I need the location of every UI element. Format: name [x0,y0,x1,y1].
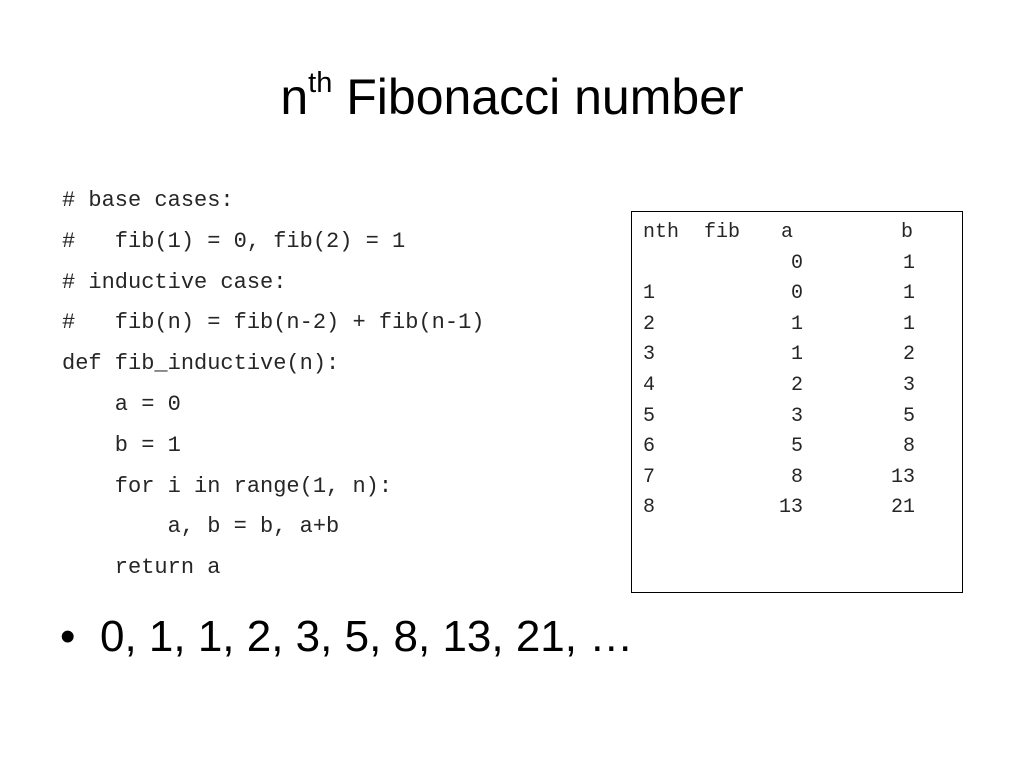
cell-b: 1 [902,282,915,306]
cell-b: 1 [902,312,915,336]
trace-row: 6 5 8 [643,432,953,463]
cell-nth: 5 [643,404,656,428]
code-line: # fib(1) = 0, fib(2) = 1 [62,228,406,254]
cell-a: 3 [790,404,803,428]
code-block: # base cases: # fib(1) = 0, fib(2) = 1 #… [62,181,484,589]
cell-b: 21 [890,496,915,520]
cell-b: 5 [902,404,915,428]
code-line: # base cases: [62,188,234,213]
trace-table: nth fib a b 0 1 1 0 1 2 1 1 3 1 2 4 2 3 [643,218,953,524]
code-line: # fib(n) = fib(n-2) + fib(n-1) [62,310,485,336]
cell-b: 1 [902,251,915,275]
bullet-dot-icon: • [60,612,76,661]
cell-a: 5 [790,435,803,459]
cell-nth: 1 [643,282,656,306]
trace-row: 4 2 3 [643,371,953,402]
title-superscript: th [308,67,333,100]
code-line: return a [62,555,221,581]
cell-b: 8 [902,435,915,459]
cell-b: 3 [902,373,915,397]
code-line: for i in range(1, n): [62,473,393,499]
cell-nth: 6 [643,435,656,459]
cell-nth: 7 [643,465,656,489]
cell-b: 13 [890,465,915,489]
header-b: b [901,221,914,244]
cell-b: 2 [902,343,915,367]
trace-header-row: nth fib a b [643,218,953,249]
code-line: # inductive case: [62,269,287,295]
cell-a: 0 [790,251,803,275]
trace-row: 7 8 13 [643,463,953,494]
cell-nth: 8 [643,496,656,520]
trace-table-box: nth fib a b 0 1 1 0 1 2 1 1 3 1 2 4 2 3 [631,211,963,593]
code-line: a = 0 [62,391,181,417]
trace-row: 0 1 [643,249,953,280]
cell-a: 13 [778,496,803,520]
trace-row: 3 1 2 [643,340,953,371]
cell-a: 8 [790,465,803,489]
code-line: b = 1 [62,432,181,458]
title-base: n [280,69,309,125]
header-fib: fib [704,221,741,244]
header-a: a [781,221,794,244]
trace-row: 8 13 21 [643,493,953,524]
cell-nth: 4 [643,373,656,397]
cell-a: 2 [790,373,803,397]
cell-nth: 2 [643,312,656,336]
cell-a: 0 [790,282,803,306]
cell-a: 1 [790,343,803,367]
trace-row: 2 1 1 [643,310,953,341]
trace-row: 1 0 1 [643,279,953,310]
trace-row: 5 3 5 [643,402,953,433]
title-rest: Fibonacci number [332,69,744,125]
slide-title: nth Fibonacci number [0,62,1024,132]
cell-a: 1 [790,312,803,336]
code-line: def fib_inductive(n): [62,351,340,377]
header-nth: nth [643,221,680,244]
sequence-text: 0, 1, 1, 2, 3, 5, 8, 13, 21, … [100,612,634,661]
cell-nth: 3 [643,343,656,367]
code-line: a, b = b, a+b [62,514,340,540]
sequence-bullet: • 0, 1, 1, 2, 3, 5, 8, 13, 21, … [60,606,633,668]
